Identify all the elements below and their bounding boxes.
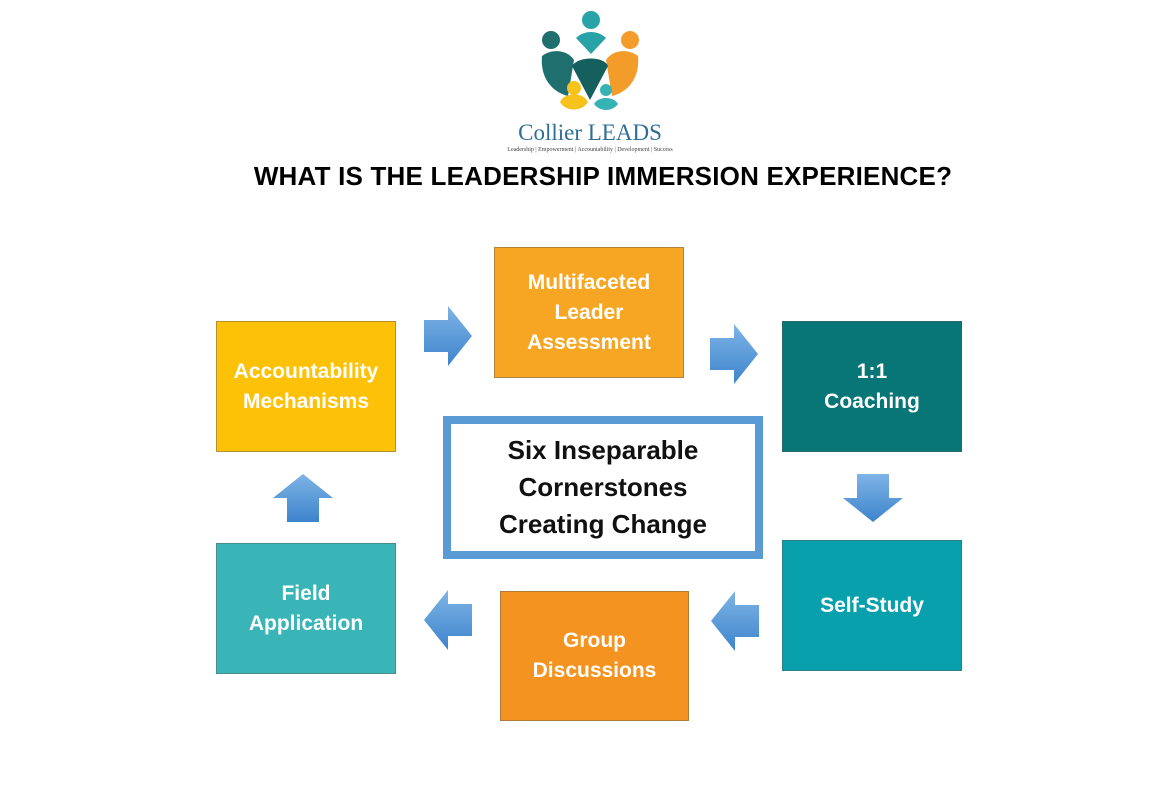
center-cornerstones-box: Six Inseparable Cornerstones Creating Ch… xyxy=(443,416,763,559)
arrow-right-icon xyxy=(710,324,758,384)
arrow-down-icon xyxy=(843,474,903,522)
arrow-right-icon xyxy=(424,306,472,366)
logo-tagline: Leadership | Empowerment | Accountabilit… xyxy=(507,147,673,153)
step-accountability-mechanisms: Accountability Mechanisms xyxy=(216,321,396,452)
collier-leads-logo: Collier LEADS Leadership | Empowerment |… xyxy=(500,6,680,156)
people-circle-logo-icon xyxy=(541,11,639,110)
logo-name: Collier LEADS xyxy=(518,120,662,145)
step-coaching: 1:1 Coaching xyxy=(782,321,962,452)
step-field-application: Field Application xyxy=(216,543,396,674)
arrow-left-icon xyxy=(424,590,472,650)
step-group-discussions: Group Discussions xyxy=(500,591,689,721)
arrow-up-icon xyxy=(273,474,333,522)
page-title: WHAT IS THE LEADERSHIP IMMERSION EXPERIE… xyxy=(253,161,953,191)
arrow-left-icon xyxy=(711,591,759,651)
step-leader-assessment: Multifaceted Leader Assessment xyxy=(494,247,684,378)
step-self-study: Self-Study xyxy=(782,540,962,671)
